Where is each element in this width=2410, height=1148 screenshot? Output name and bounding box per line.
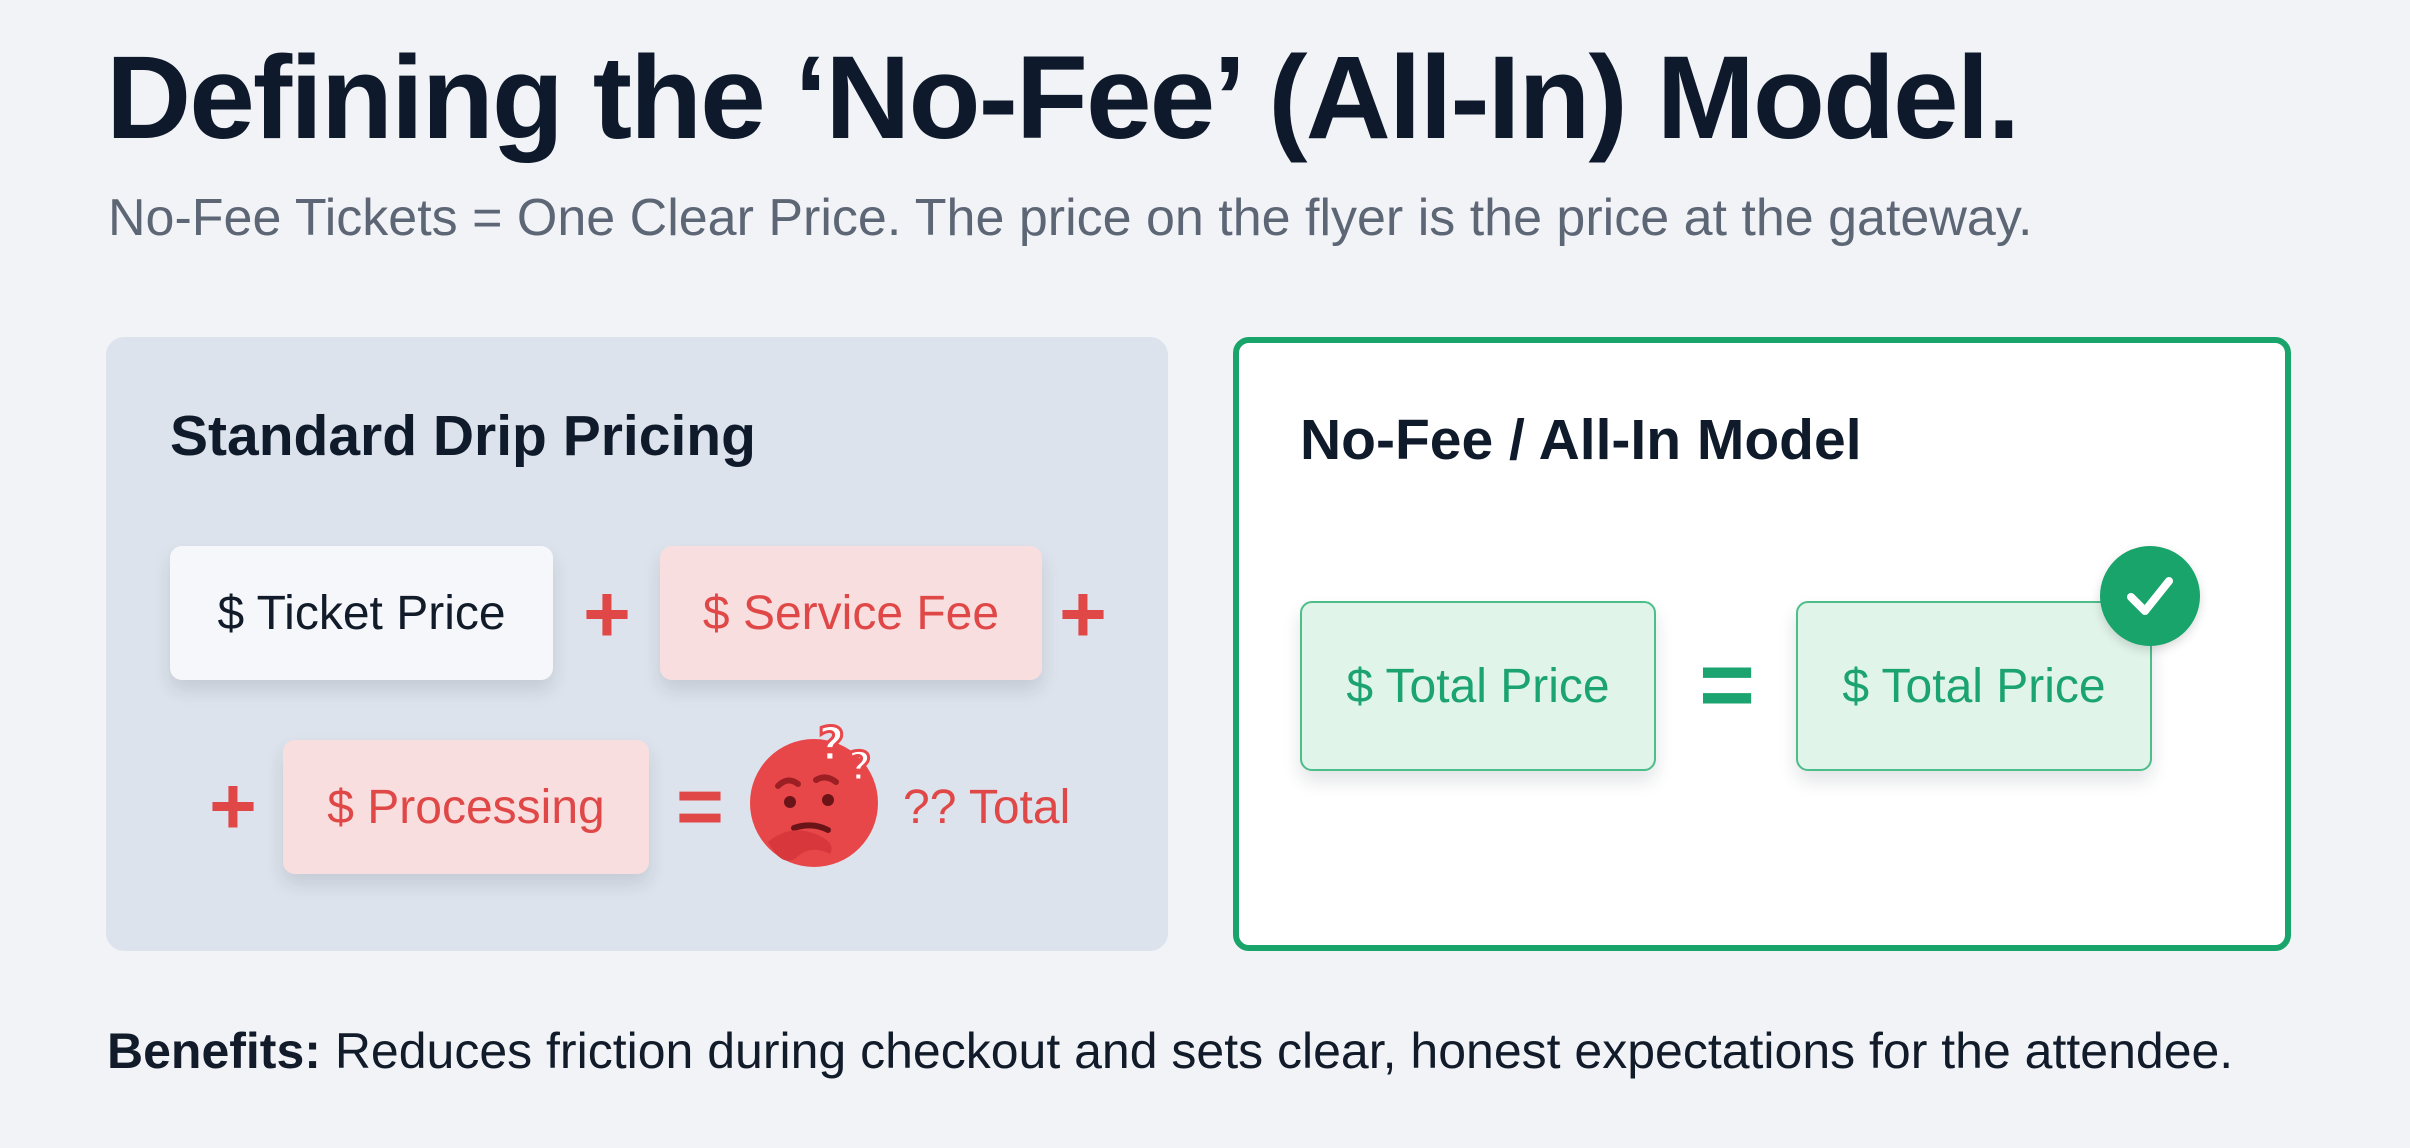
drip-pricing-title: Standard Drip Pricing <box>170 404 756 468</box>
equals-operator: = <box>676 761 724 852</box>
plus-operator: + <box>583 569 631 660</box>
page-subtitle: No-Fee Tickets = One Clear Price. The pr… <box>108 189 2033 247</box>
plus-operator: + <box>1059 569 1107 660</box>
benefits-label: Benefits: <box>107 1023 321 1079</box>
page-title: Defining the ‘No-Fee’ (All-In) Model. <box>106 32 2020 164</box>
all-in-model-title: No-Fee / All-In Model <box>1300 408 1862 472</box>
plus-operator: + <box>209 761 257 852</box>
total-price-chip: $ Total Price <box>1796 601 2152 771</box>
svg-text:?: ? <box>848 744 871 790</box>
ticket-price-chip: $ Ticket Price <box>170 546 553 680</box>
unknown-total-label: ?? Total <box>903 781 1071 834</box>
svg-text:?: ? <box>818 718 845 771</box>
service-fee-chip: $ Service Fee <box>660 546 1042 680</box>
benefits-statement: Benefits: Reduces friction during checko… <box>107 1022 2233 1080</box>
equals-operator: = <box>1698 631 1756 738</box>
thinking-face-icon: ? ? <box>748 716 898 878</box>
checkmark-icon <box>2100 546 2200 646</box>
total-price-chip: $ Total Price <box>1300 601 1656 771</box>
processing-chip: $ Processing <box>283 740 649 874</box>
benefits-text: Reduces friction during checkout and set… <box>320 1023 2234 1079</box>
